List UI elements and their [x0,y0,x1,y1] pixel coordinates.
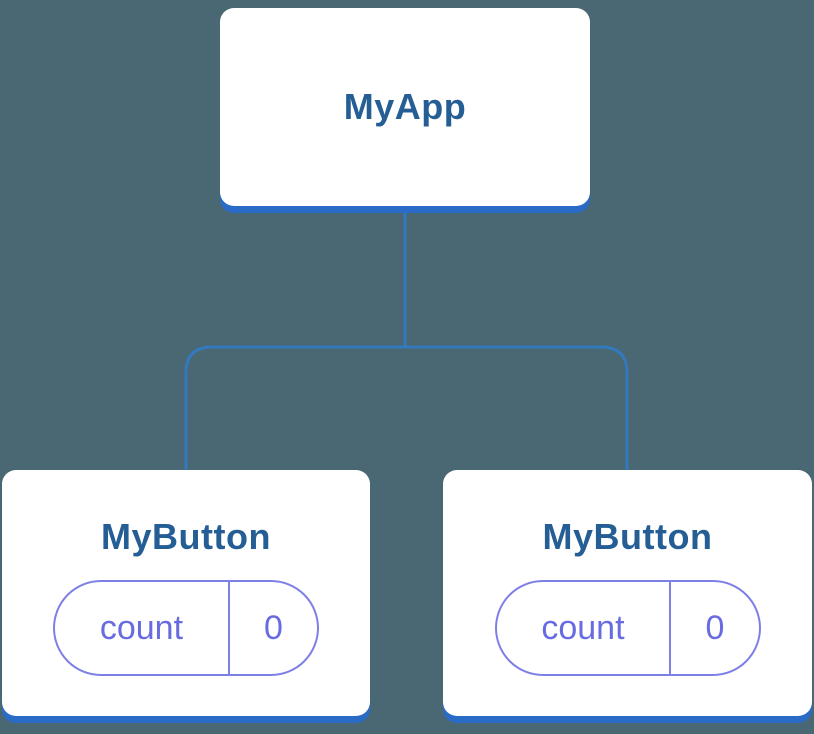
state-label: count [541,608,625,647]
state-label-cell: count [55,582,230,674]
state-value: 0 [263,608,283,647]
component-card-mybutton-left: MyButton count 0 [2,470,370,716]
state-value-cell: 0 [671,582,758,674]
state-label: count [99,608,184,647]
component-card-mybutton-right: MyButton count 0 [443,470,812,716]
component-title: MyApp [343,86,467,127]
state-label-cell: count [497,582,672,674]
component-card-myapp: MyApp [220,8,590,206]
state-value: 0 [705,608,725,647]
branch-line [184,345,629,470]
component-title: MyButton [542,516,713,557]
component-title: MyButton [101,516,271,557]
state-value-cell: 0 [230,582,317,674]
state-pill: count 0 [53,580,319,676]
state-pill: count 0 [494,580,761,676]
